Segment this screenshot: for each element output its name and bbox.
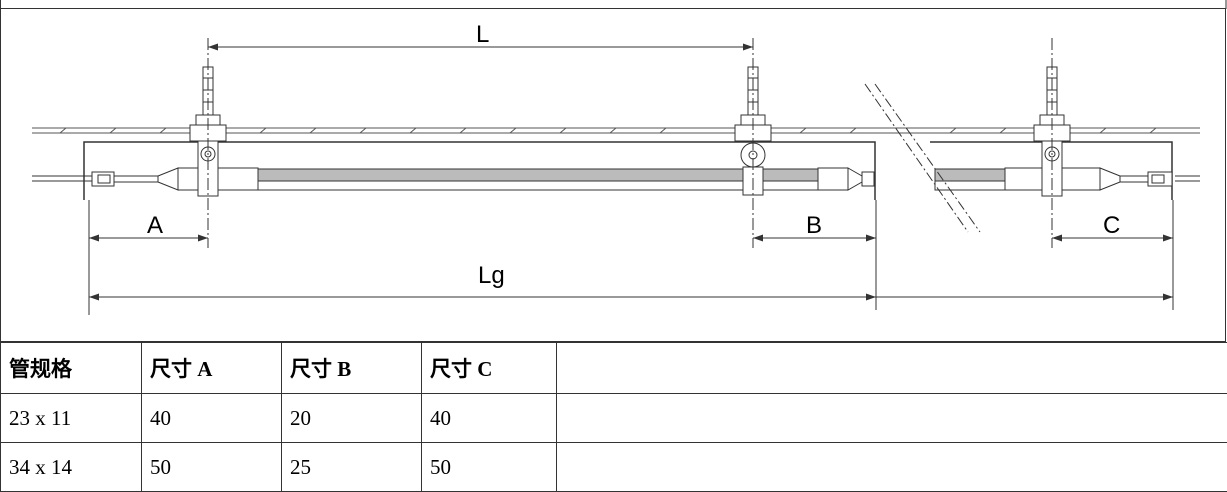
table-row: 23 x 11 40 20 40 <box>1 394 1227 443</box>
cell-dim-c: 40 <box>422 394 557 443</box>
table-row: 34 x 14 50 25 50 <box>1 443 1227 492</box>
break-lines <box>865 84 980 232</box>
spec-table: 管规格 尺寸 A 尺寸 B 尺寸 C 23 x 11 40 20 40 34 x… <box>0 342 1227 492</box>
cell-dim-a: 50 <box>142 443 282 492</box>
cell-dim-a: 40 <box>142 394 282 443</box>
extension-lines <box>89 200 1173 315</box>
center-lines <box>208 38 1052 248</box>
pipe-assembly-drawing: L A B C Lg <box>0 0 1227 342</box>
header-empty <box>557 343 1227 394</box>
label-L: L <box>476 21 489 48</box>
cell-empty <box>557 394 1227 443</box>
cell-pipe-spec: 34 x 14 <box>1 443 142 492</box>
header-dim-a: 尺寸 A <box>142 343 282 394</box>
cell-dim-b: 20 <box>282 394 422 443</box>
label-B: B <box>806 212 822 239</box>
header-dim-b: 尺寸 B <box>282 343 422 394</box>
label-A: A <box>147 212 163 239</box>
cell-empty <box>557 443 1227 492</box>
cell-dim-c: 50 <box>422 443 557 492</box>
cell-dim-b: 25 <box>282 443 422 492</box>
header-pipe-spec: 管规格 <box>1 343 142 394</box>
table-header-row: 管规格 尺寸 A 尺寸 B 尺寸 C <box>1 343 1227 394</box>
label-C: C <box>1103 212 1120 239</box>
label-Lg: Lg <box>478 262 505 289</box>
header-dim-c: 尺寸 C <box>422 343 557 394</box>
cell-pipe-spec: 23 x 11 <box>1 394 142 443</box>
